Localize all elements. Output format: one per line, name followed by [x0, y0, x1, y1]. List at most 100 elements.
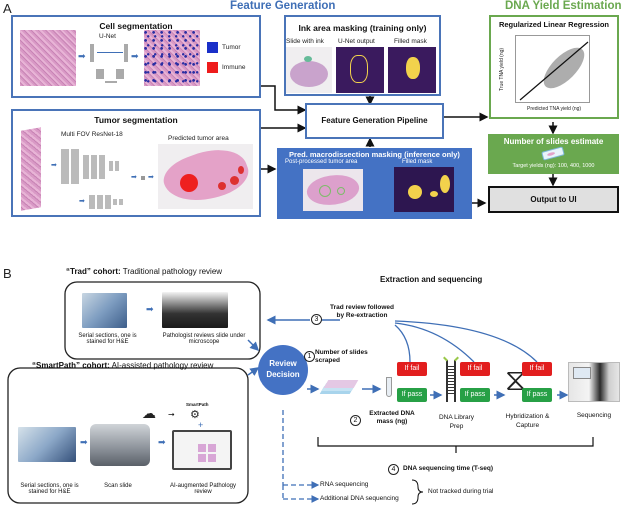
library-prep-fail-badge: If fail [460, 362, 490, 376]
smartpath-brand-label: SmartPath [186, 402, 209, 407]
additional-dna-sequencing-label: Additional DNA sequencing [320, 495, 399, 502]
sequencer-machine-icon [568, 362, 620, 402]
review-decision-node: Review Decision [258, 345, 308, 395]
regression-scatter-plot [515, 35, 590, 103]
arrow-icon: ➡ [146, 304, 154, 314]
hybridization-pass-badge: If pass [522, 388, 552, 402]
library-prep-pass-badge: If pass [460, 388, 490, 402]
panel-label-a: A [3, 1, 12, 16]
dna-ladder-icon [443, 356, 459, 402]
unet-output-image [336, 47, 384, 93]
extraction-pass-badge: If pass [397, 388, 427, 402]
output-to-ui-box: Output to UI [488, 186, 619, 213]
arrow-icon: ➞ [168, 410, 175, 419]
legend-swatch-immune [207, 62, 218, 73]
smartpath-step-1-label: Serial sections, one is stained for H&E [20, 483, 79, 495]
annotation-4-number: 4 [388, 464, 399, 475]
scraped-slides-icon [319, 380, 359, 396]
sequencing-label: Sequencing [576, 412, 612, 419]
arrow-icon: ➡ [78, 51, 86, 61]
cloud-icon: ☁ [142, 405, 156, 421]
lab-technician-photo [82, 293, 127, 328]
unet-label: U-Net [99, 33, 116, 40]
hybridization-label: Hybridization & Capture [505, 413, 550, 429]
trad-step-2-label: Pathologist reviews slide under microsco… [162, 333, 246, 345]
cell-segmentation-output-image [144, 30, 200, 86]
filled-mask-image [394, 167, 454, 212]
trad-cohort-title-bold: “Trad” cohort: [66, 267, 121, 276]
predicted-tumor-area-image [158, 139, 254, 213]
arrow-icon: ➡ [80, 437, 88, 447]
laptop-pathology-review [172, 430, 232, 470]
output-to-ui-title: Output to UI [530, 195, 577, 204]
annotation-1-text: Number of slides scraped [315, 349, 368, 364]
ink-masking-box: Ink area masking (training only) Slide w… [284, 15, 441, 96]
he-tissue-image [20, 30, 76, 86]
target-yields-caption: Target yields (ng): 100, 400, 1000 [512, 163, 595, 169]
filled-mask-label: Filled mask [402, 159, 433, 165]
smartpath-cohort-title-rest: AI-assisted pathology review [109, 361, 214, 370]
rna-sequencing-label: RNA sequencing [320, 481, 369, 488]
regression-x-axis-label: Predicted TNA yield (ng) [527, 106, 582, 112]
annotation-4-text: DNA sequencing time (T-seq) [403, 465, 494, 472]
ink-masking-title: Ink area masking (training only) [298, 23, 427, 33]
regression-box: Regularized Linear Regression True TNA y… [489, 15, 619, 119]
resnet-label: Multi FOV ResNet-18 [61, 131, 123, 138]
hybridization-fail-badge: If fail [522, 362, 552, 376]
smartpath-cohort-title: “SmartPath” cohort: AI-assisted patholog… [32, 361, 213, 370]
panel-label-b: B [3, 266, 12, 281]
annotation-2-text: Extracted DNA mass (ng) [369, 410, 415, 425]
trad-cohort-title-rest: Traditional pathology review [120, 267, 223, 276]
lab-technician-photo-2 [18, 427, 76, 462]
smartpath-cohort-title-bold: “SmartPath” cohort: [32, 361, 110, 370]
trad-cohort-title: “Trad” cohort: Traditional pathology rev… [66, 267, 222, 276]
slides-estimate-title: Number of slides estimate [503, 137, 604, 146]
tumor-segmentation-box: Tumor segmentation Multi FOV ResNet-18 ➡… [11, 109, 261, 217]
slide-scanner-photo [90, 424, 150, 466]
slides-estimate-box: Number of slides estimate Target yields … [488, 134, 619, 174]
filled-mask-label: Filled mask [394, 38, 427, 45]
library-prep-label: DNA Library Prep [438, 414, 475, 430]
slide-icon [541, 146, 565, 161]
post-processed-tumor-image [303, 168, 363, 212]
arrow-icon: ➡ [158, 437, 166, 447]
dna-helix-icon: ⧖ [505, 364, 527, 397]
not-tracked-note: Not tracked during trial [428, 488, 494, 495]
multi-fov-tiles-image [21, 127, 41, 211]
annotation-2-number: 2 [350, 415, 361, 426]
arrow-icon: ➡ [131, 51, 139, 61]
trad-step-1-label: Serial sections, one is stained for H&E [78, 333, 137, 345]
annotation-3-number: 3 [311, 314, 322, 325]
ai-brain-icon: ⚙ [190, 409, 200, 421]
annotation-1-number: 1 [304, 351, 315, 362]
scatter-plot-svg [519, 41, 589, 101]
pipeline-title: Feature Generation Pipeline [321, 116, 428, 125]
legend-label-immune: Immune [222, 64, 246, 71]
extraction-fail-badge: If fail [397, 362, 427, 376]
smartpath-step-3-label: AI-augmented Pathology review [169, 483, 237, 495]
post-processed-label: Post-processed tumor area [285, 159, 358, 165]
annotation-3-text: Trad review followed by Re-extraction [330, 304, 394, 319]
legend-label-tumor: Tumor [222, 44, 241, 51]
feature-generation-title: Feature Generation [230, 0, 336, 12]
plus-icon: + [198, 420, 204, 430]
filled-mask-image [388, 47, 436, 93]
ink-slide-label: Slide with ink [286, 38, 324, 45]
extraction-title: Extraction and sequencing [380, 275, 483, 284]
macrodissection-title: Pred. macrodissection masking (inference… [289, 150, 460, 159]
predicted-tumor-area-label: Predicted tumor area [168, 135, 229, 142]
feature-generation-pipeline-box: Feature Generation Pipeline [305, 103, 444, 139]
macrodissection-box: Pred. macrodissection masking (inference… [277, 148, 472, 219]
slide-with-ink-image [286, 47, 332, 93]
microscope-photo [162, 292, 228, 328]
cell-segmentation-box: Cell segmentation ➡ U-Net ➡ Tumor Immune [11, 15, 261, 98]
regression-y-axis-label: True TNA yield (ng) [499, 47, 505, 91]
extraction-tube-icon [386, 377, 392, 397]
smartpath-step-2-label: Scan slide [104, 483, 132, 489]
tumor-segmentation-title: Tumor segmentation [94, 115, 178, 125]
regression-title: Regularized Linear Regression [498, 20, 610, 29]
legend-swatch-tumor [207, 42, 218, 53]
cell-segmentation-title: Cell segmentation [99, 21, 173, 31]
dna-yield-title: DNA Yield Estimation [505, 0, 622, 12]
